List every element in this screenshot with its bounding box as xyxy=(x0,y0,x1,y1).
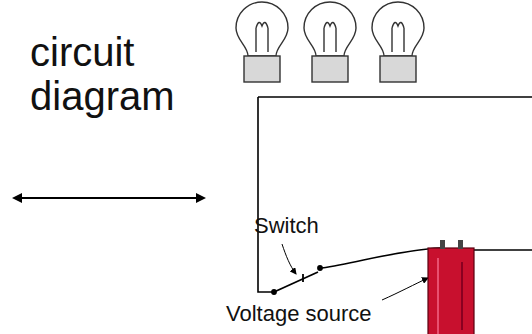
leader-line xyxy=(382,278,428,300)
part-label: Switch xyxy=(254,214,374,238)
switch-symbol xyxy=(272,266,322,294)
battery xyxy=(428,240,474,334)
double-arrow xyxy=(14,197,204,199)
title-label: circuit diagram xyxy=(30,30,205,118)
circuit-wire xyxy=(258,97,532,292)
light-bulb xyxy=(236,2,424,82)
part-label: Voltage source xyxy=(226,302,426,326)
leader-line xyxy=(282,244,296,274)
